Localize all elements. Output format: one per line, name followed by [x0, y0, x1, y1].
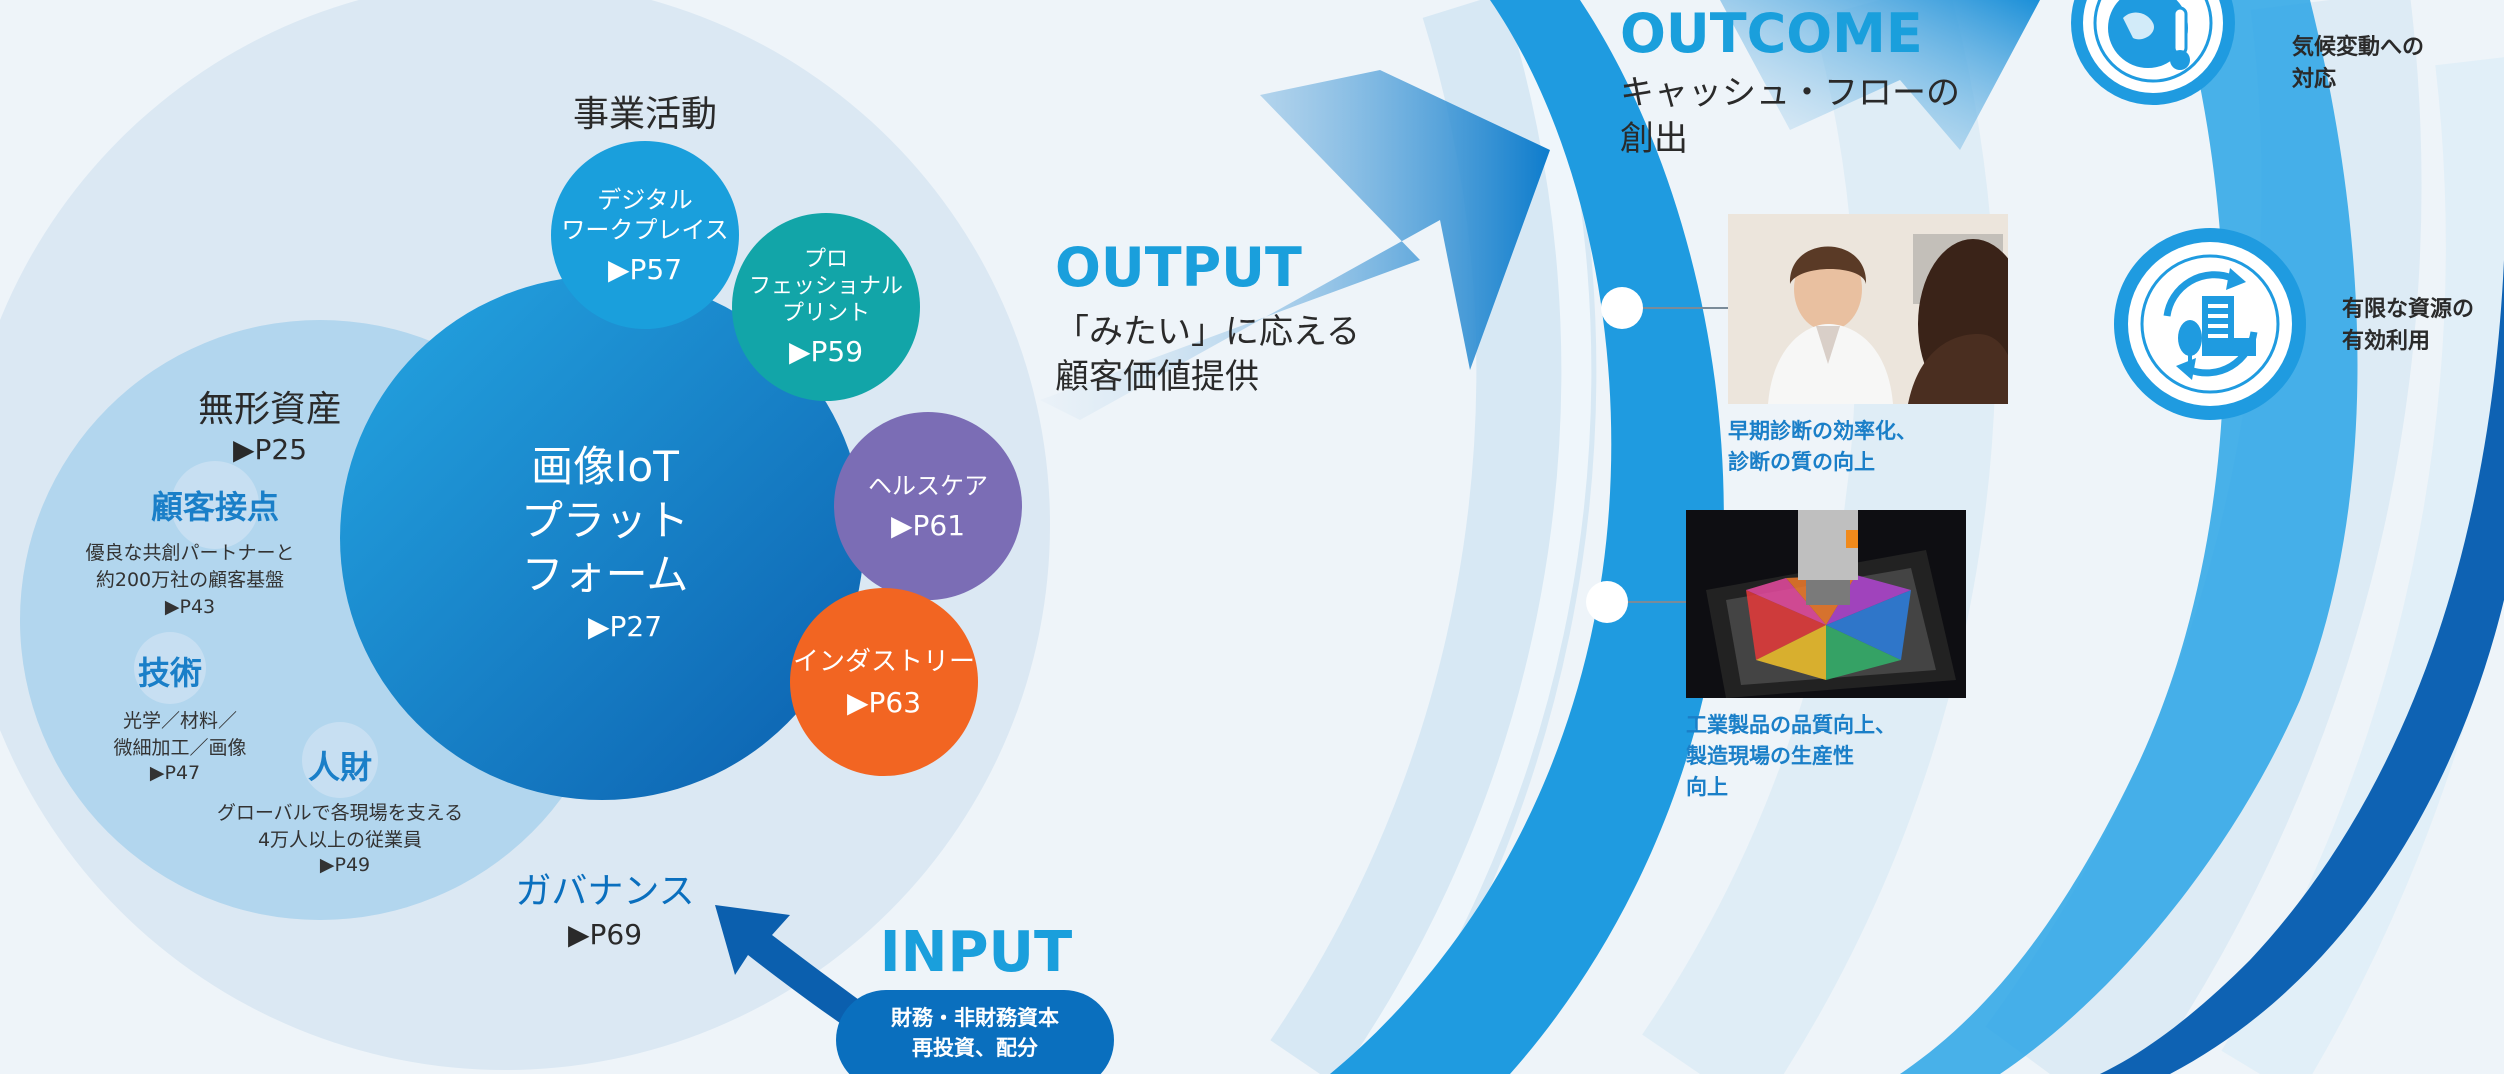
customer-contact-desc: 優良な共創パートナーと 約200万社の顧客基盤 — [85, 542, 295, 591]
input-pill — [836, 990, 1114, 1074]
human-resources-title: 人財 — [307, 748, 372, 786]
customer-contact-page-link[interactable]: ▶P43 — [164, 596, 216, 618]
domain-circle-industry[interactable]: インダストリー ▶P63 — [790, 588, 978, 776]
domain-circle-healthcare[interactable]: ヘルスケア ▶P61 — [834, 412, 1022, 600]
doctor-photo — [1728, 214, 2008, 404]
human-resources-desc: グローバルで各現場を支える 4万人以上の従業員 — [216, 802, 464, 851]
intangible-page-link[interactable]: ▶P25 — [232, 433, 308, 466]
domain-label-industry: インダストリー — [792, 646, 975, 677]
outcome-caption-healthcare: 早期診断の効率化、 診断の質の向上 — [1728, 419, 1917, 474]
domain-label-digital-workplace: デジタル ワークプレイス — [561, 185, 729, 244]
platform-title: 画像IoT プラット フォーム — [520, 442, 689, 599]
domain-circle-professional-print[interactable]: プロ フェッショナル プリント ▶P59 — [732, 213, 920, 401]
governance-title: ガバナンス — [515, 871, 695, 912]
human-resources-page-link[interactable]: ▶P49 — [319, 854, 371, 876]
outcome-title: OUTCOME — [1620, 2, 1923, 65]
domain-page-link-industry[interactable]: ▶P63 — [846, 685, 922, 719]
governance-arrow — [715, 905, 880, 1040]
output-desc: 「みたい」に応える 顧客価値提供 — [1055, 312, 1360, 397]
inspection-photo — [1686, 510, 1966, 698]
domain-page-link-digital-workplace[interactable]: ▶P57 — [607, 252, 683, 286]
technology-title: 技術 — [137, 654, 202, 692]
output-arrow — [1040, 70, 1550, 420]
globe-thermometer-icon — [2068, 0, 2238, 108]
domain-label-healthcare: ヘルスケア — [868, 471, 988, 500]
outcome-ring — [1330, 0, 1724, 1074]
governance-page-link[interactable]: ▶P69 — [567, 918, 643, 951]
domain-label-professional-print: プロ フェッショナル プリント — [748, 247, 903, 326]
domain-page-link-healthcare[interactable]: ▶P61 — [890, 508, 966, 542]
outcome-desc: キャッシュ・フローの 創出 — [1620, 73, 1960, 159]
platform-page-link[interactable]: ▶P27 — [587, 610, 663, 643]
connector-dot — [1601, 287, 1643, 329]
input-desc: 財務・非財務資本 再投資、配分 — [891, 1006, 1059, 1060]
output-title: OUTPUT — [1055, 236, 1302, 299]
impact-label-resources: 有限な資源の 有効利用 — [2342, 297, 2475, 354]
customer-contact-title: 顧客接点 — [150, 488, 279, 526]
business-activities-title: 事業活動 — [572, 94, 717, 135]
domain-page-link-professional-print[interactable]: ▶P59 — [788, 335, 864, 368]
outcome-caption-industry: 工業製品の品質向上、 製造現場の生産性 向上 — [1686, 713, 1896, 799]
domain-circle-digital-workplace[interactable]: デジタル ワークプレイス ▶P57 — [551, 141, 739, 329]
connector-dot — [1586, 581, 1628, 623]
impact-ring-outer — [2100, 260, 2504, 1074]
impact-label-climate: 気候変動への 対応 — [2292, 35, 2425, 92]
recycle-building-icon — [2112, 226, 2308, 422]
intangible-title: 無形資産 — [197, 389, 342, 430]
technology-desc: 光学／材料／ 微細加工／画像 — [113, 710, 247, 759]
platform-circle — [340, 276, 864, 800]
outcome-arrow — [1720, 0, 2040, 150]
technology-page-link[interactable]: ▶P47 — [149, 762, 201, 784]
input-title: INPUT — [879, 920, 1073, 985]
